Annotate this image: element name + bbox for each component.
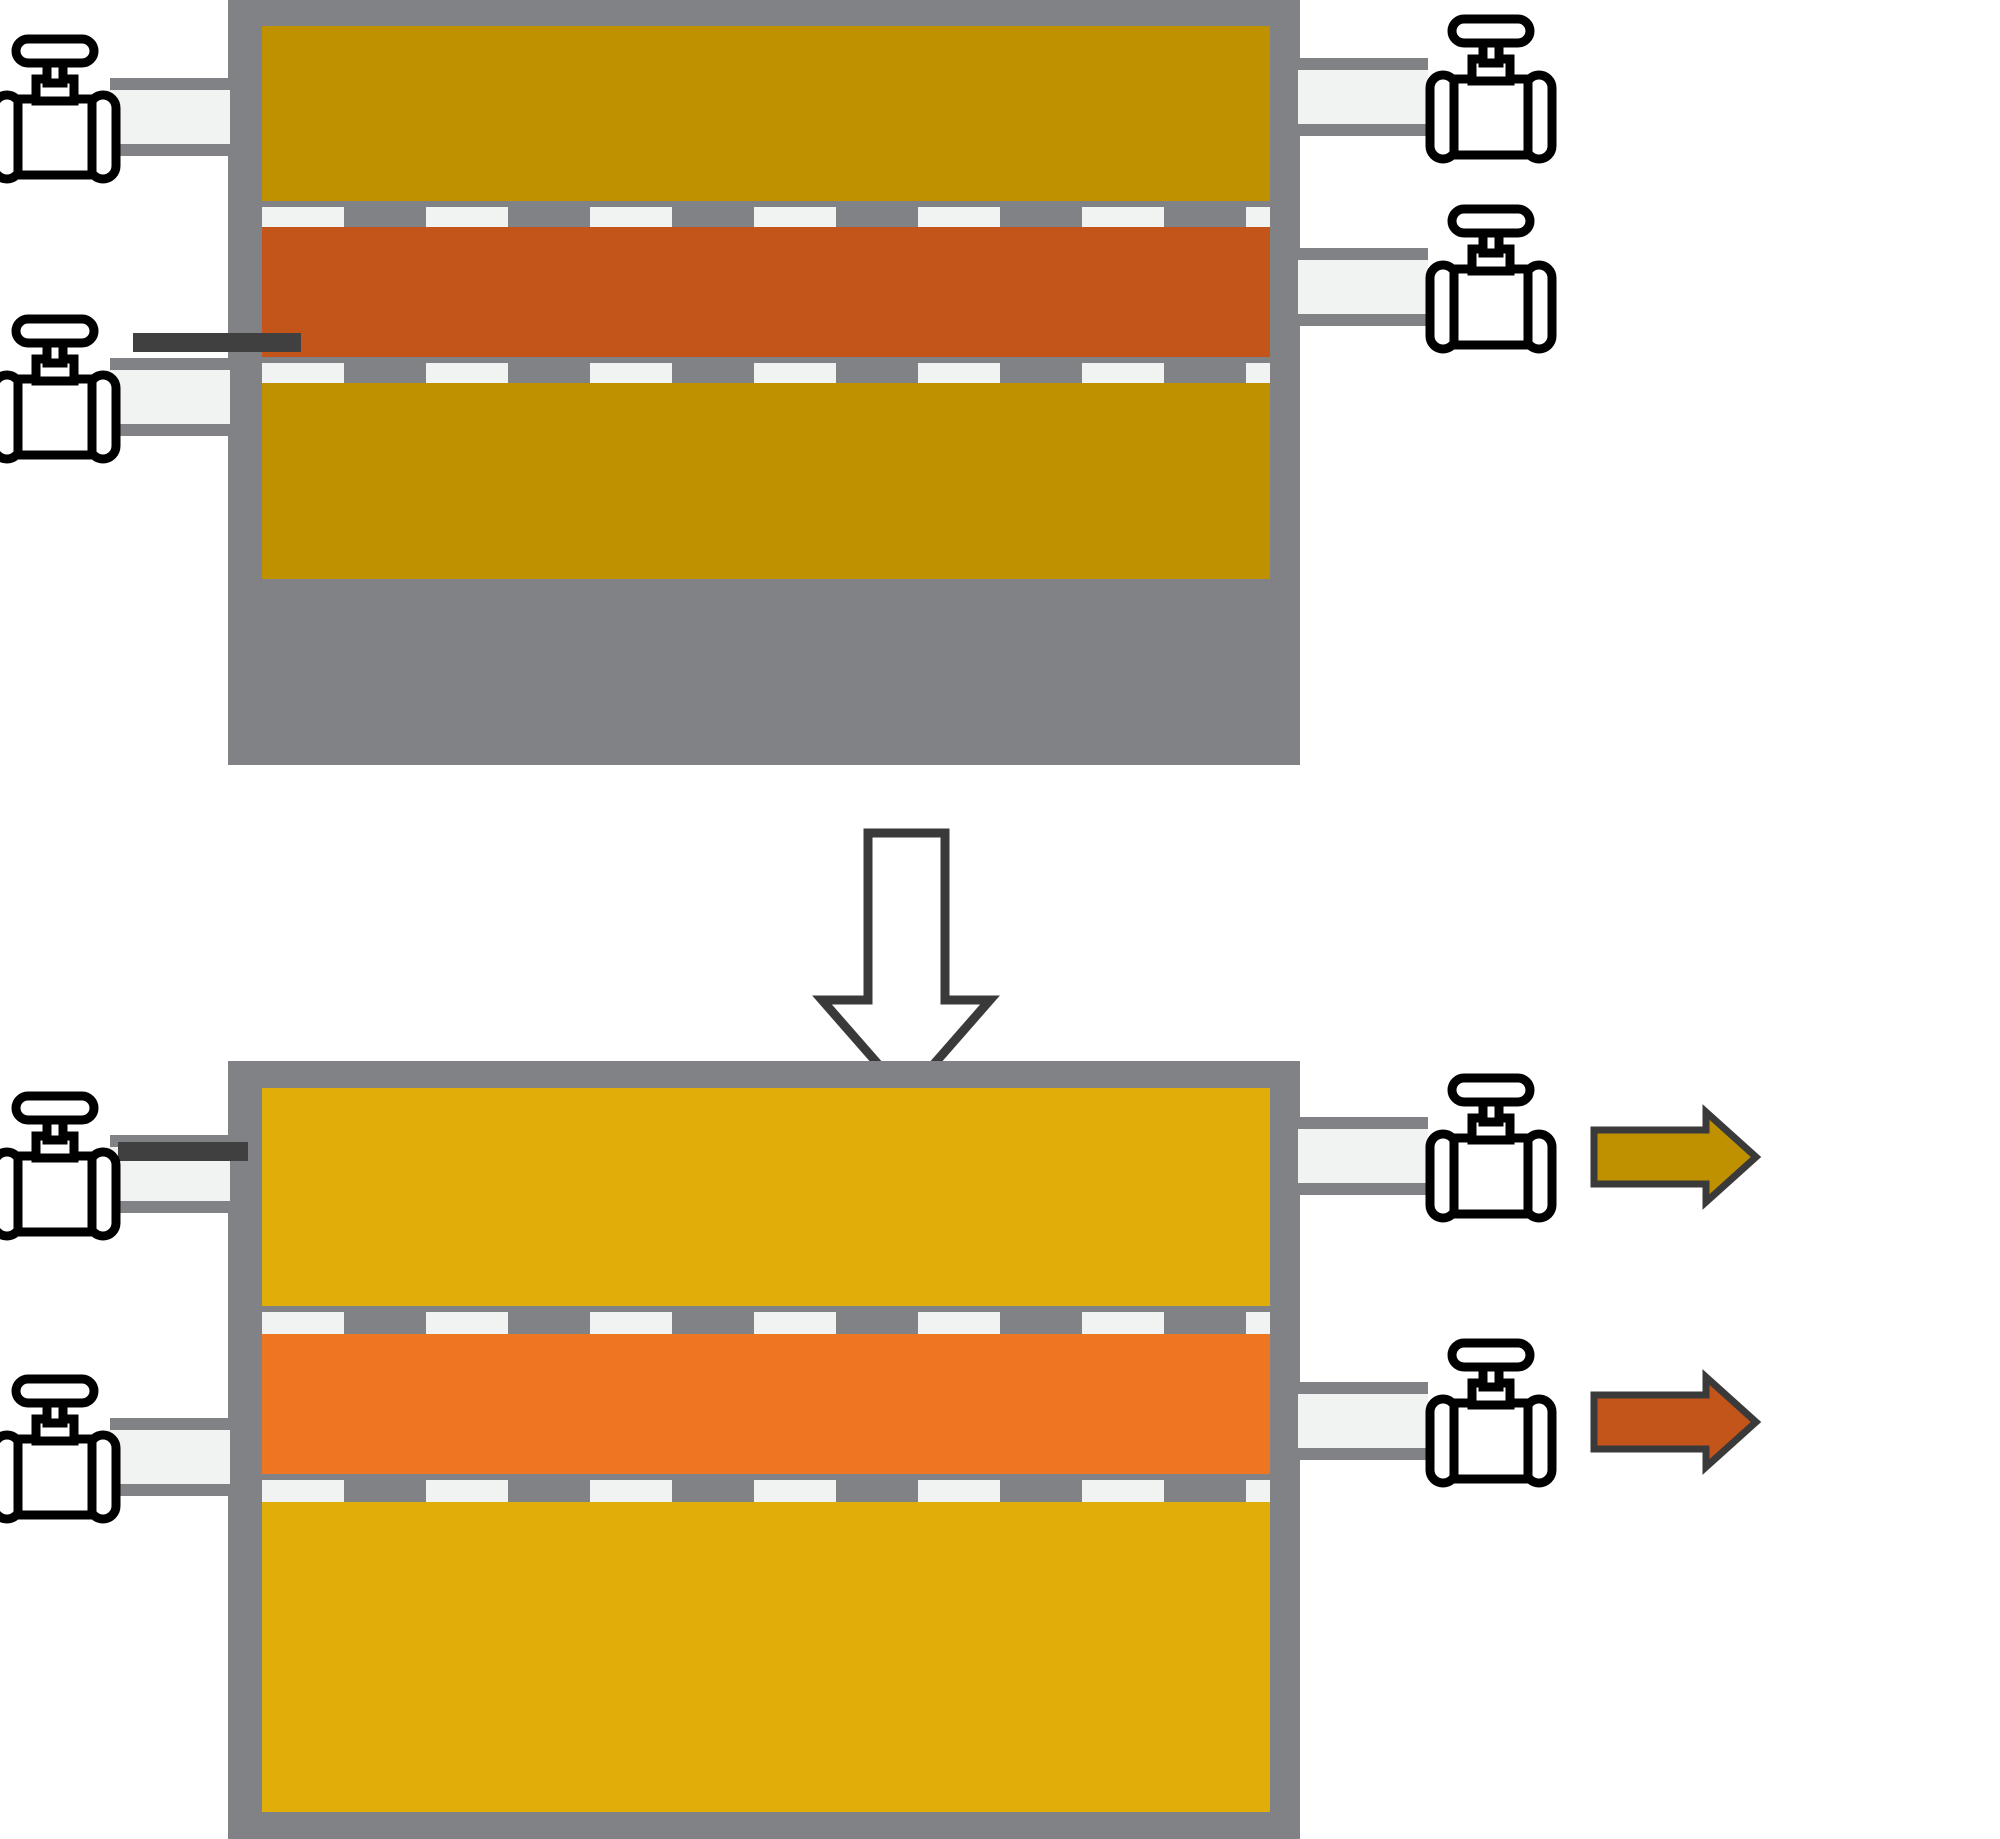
stage-top: [0, 0, 1552, 765]
top-middle-chamber: [262, 227, 1270, 357]
transition-arrow: [812, 828, 1000, 1103]
top-valve-inlet-lower[interactable]: [0, 319, 116, 459]
top-probe: [133, 333, 301, 352]
bottom-upper-chamber: [262, 1088, 1270, 1306]
bottom-probe-bar: [118, 1142, 248, 1161]
bottom-valve-inlet-lower[interactable]: [0, 1379, 116, 1519]
bottom-middle-chamber: [262, 1334, 1270, 1474]
bottom-valve-outlet-middle[interactable]: [1430, 1343, 1552, 1483]
bottom-outlet-channel-upper: [1298, 1129, 1428, 1183]
top-valve-outlet-upper[interactable]: [1430, 19, 1552, 159]
top-inlet-channel-lower: [100, 370, 230, 424]
bottom-inlet-channel-lower: [100, 1430, 230, 1484]
top-lower-chamber: [262, 383, 1270, 579]
bottom-outlet-channel-middle: [1298, 1394, 1428, 1448]
top-outlet-channel-middle: [1298, 260, 1428, 314]
top-outlet-channel-upper: [1298, 70, 1428, 124]
top-upper-chamber: [262, 26, 1270, 201]
bottom-valve-outlet-upper[interactable]: [1430, 1078, 1552, 1218]
bottom-lower-chamber: [262, 1502, 1270, 1812]
stage-bottom: [0, 1061, 1756, 1839]
arrow-out-gold: [1594, 1112, 1756, 1202]
bottom-valve-inlet-upper[interactable]: [0, 1096, 116, 1236]
top-inlet-channel-upper: [100, 90, 230, 144]
top-valve-outlet-middle[interactable]: [1430, 209, 1552, 349]
arrow-out-orange: [1594, 1377, 1756, 1467]
top-valve-inlet-upper[interactable]: [0, 39, 116, 179]
